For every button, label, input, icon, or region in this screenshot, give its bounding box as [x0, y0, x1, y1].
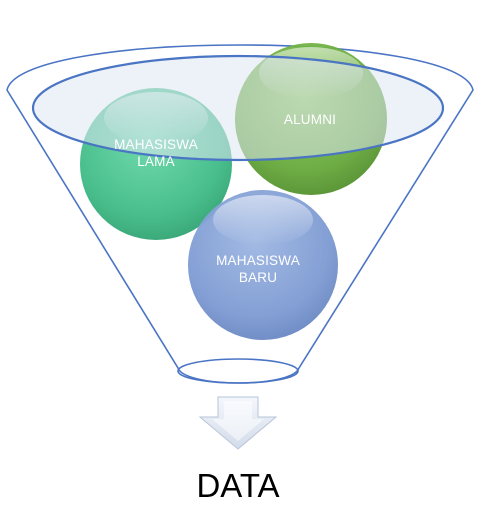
funnel-rim: [31, 54, 445, 162]
circle-label-line1: MAHASISWA: [114, 137, 198, 152]
circle-label-line2: BARU: [238, 270, 278, 285]
funnel-neck: [177, 358, 299, 384]
circle-mahasiswa-baru: [188, 190, 338, 340]
circle-label-line2: LAMA: [137, 154, 175, 169]
circle-label-line1: ALUMNI: [283, 112, 337, 127]
circle-label-mahasiswa-lama: MAHASISWA LAMA: [96, 136, 216, 170]
output-label-data: DATA: [196, 467, 280, 504]
circle-label-alumni: ALUMNI: [250, 111, 370, 128]
circle-label-line1: MAHASISWA: [216, 253, 300, 268]
circle-label-mahasiswa-baru: MAHASISWA BARU: [200, 252, 316, 286]
